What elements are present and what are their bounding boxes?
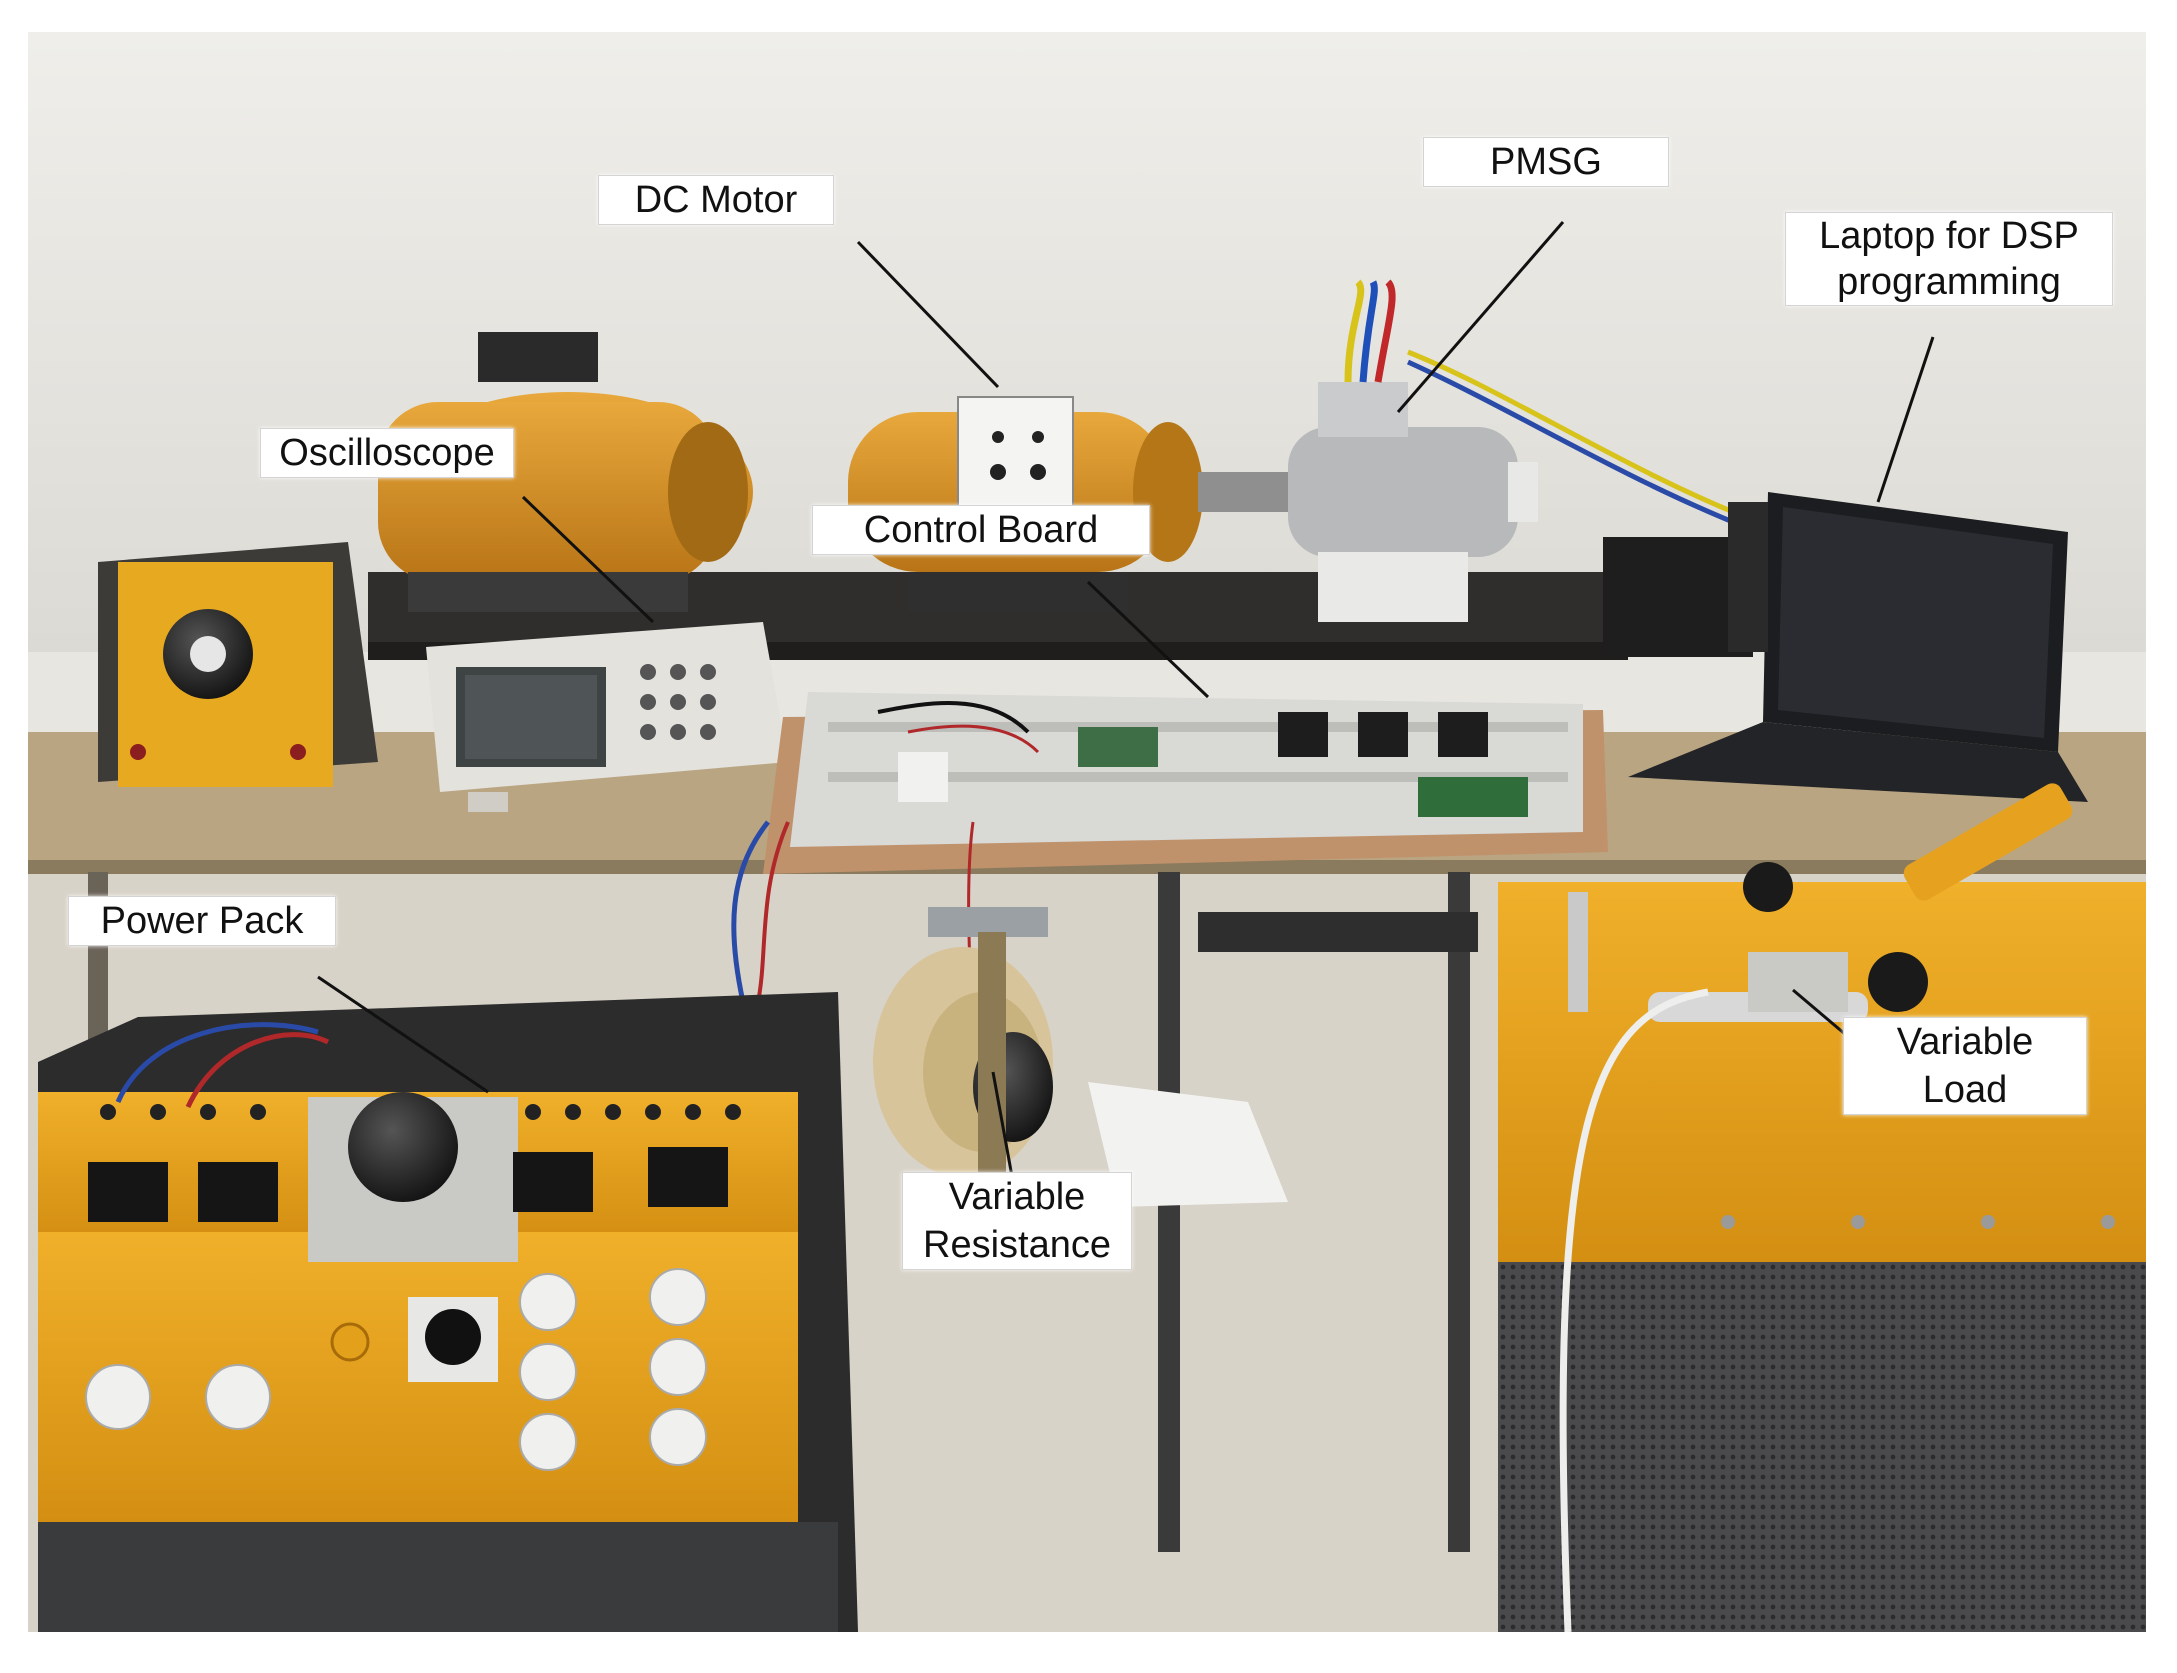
pmsg-generator bbox=[1288, 279, 1759, 622]
control-board-arrow bbox=[1086, 580, 1210, 699]
laptop bbox=[1603, 492, 2088, 802]
power-pack-label: Power Pack bbox=[68, 896, 336, 946]
laptop-label-line-2: programming bbox=[1837, 261, 2061, 303]
power-pack-label-text: Power Pack bbox=[100, 900, 304, 942]
dc-motor-arrow bbox=[856, 240, 1000, 389]
oscilloscope-label: Oscilloscope bbox=[260, 428, 514, 478]
dc-motor-label: DC Motor bbox=[598, 175, 834, 225]
variable-load bbox=[1498, 783, 2146, 1632]
control-board bbox=[763, 692, 1608, 874]
lab-setup-photo: DC Motor PMSG Laptop for DSP programming… bbox=[28, 32, 2146, 1632]
variable-resistance-label-line-1: Variable bbox=[948, 1176, 1086, 1218]
papers bbox=[1088, 1082, 1288, 1207]
variable-resistance-label: Variable Resistance bbox=[902, 1172, 1132, 1270]
oscilloscope bbox=[426, 622, 788, 812]
variac bbox=[98, 542, 378, 787]
power-pack bbox=[38, 992, 858, 1632]
pmsg-label: PMSG bbox=[1423, 137, 1669, 187]
laptop-label: Laptop for DSP programming bbox=[1785, 212, 2113, 306]
laptop-label-line-1: Laptop for DSP bbox=[1819, 215, 2079, 257]
control-board-label: Control Board bbox=[812, 505, 1150, 555]
control-board-label-text: Control Board bbox=[863, 509, 1099, 551]
variable-resistance-label-line-2: Resistance bbox=[923, 1224, 1111, 1266]
laptop-arrow bbox=[1876, 336, 1935, 503]
pmsg-arrow bbox=[1396, 221, 1565, 413]
variable-load-label-line-1: Variable bbox=[1896, 1021, 2034, 1063]
pmsg-label-text: PMSG bbox=[1490, 141, 1602, 183]
power-pack-arrow bbox=[317, 975, 489, 1094]
variable-resistance-arrow bbox=[991, 1071, 1015, 1183]
hanging-wires bbox=[731, 820, 770, 1003]
dc-motor-label-text: DC Motor bbox=[634, 179, 798, 221]
variable-load-label-line-2: Load bbox=[1922, 1069, 2008, 1111]
variable-load-label: Variable Load bbox=[1843, 1017, 2087, 1115]
shaft-coupling bbox=[1198, 472, 1288, 512]
oscilloscope-arrow bbox=[521, 495, 655, 624]
variable-resistance bbox=[873, 907, 1053, 1192]
oscilloscope-label-text: Oscilloscope bbox=[279, 432, 495, 474]
